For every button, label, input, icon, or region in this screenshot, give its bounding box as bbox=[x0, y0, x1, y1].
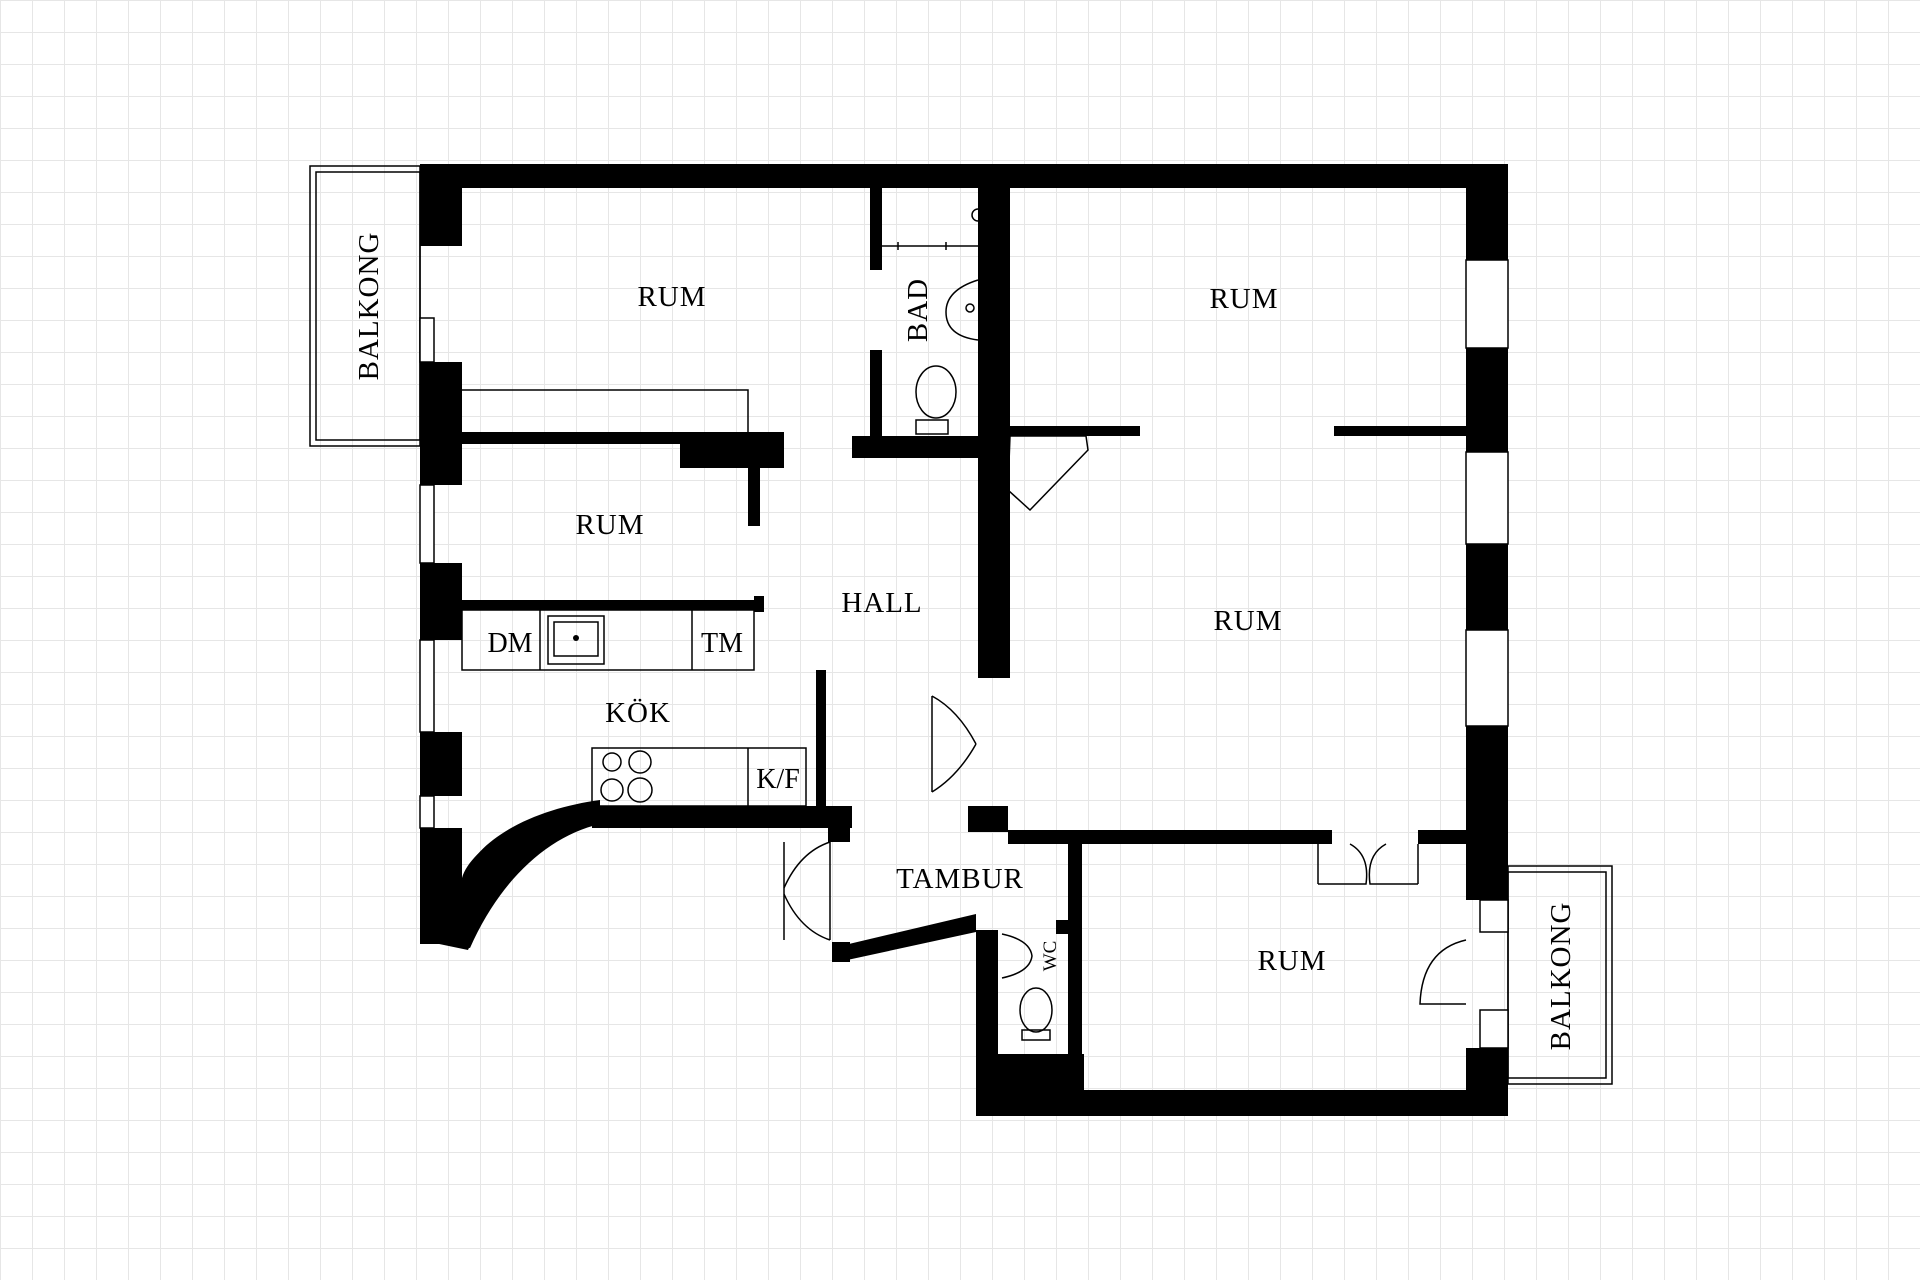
wc-fixtures bbox=[1001, 933, 1053, 1041]
room-label-hall: HALL bbox=[841, 587, 922, 619]
room-label-bad: BAD bbox=[902, 278, 934, 342]
room-label-middle-left: RUM bbox=[575, 509, 644, 541]
room-label-kok: KÖK bbox=[605, 697, 671, 729]
curved-wall-fill bbox=[420, 806, 600, 948]
room-label-top-left: RUM bbox=[637, 281, 706, 313]
label-kf: K/F bbox=[756, 764, 800, 795]
balcony-left bbox=[309, 165, 421, 447]
bad-fixtures bbox=[882, 208, 985, 435]
label-dm: DM bbox=[487, 628, 532, 659]
room-label-bottom-right: RUM bbox=[1257, 945, 1326, 977]
balcony-label-right: BALKONG bbox=[1545, 902, 1577, 1051]
outer-walls bbox=[420, 164, 1508, 1116]
label-tm: TM bbox=[701, 628, 743, 659]
room-label-top-right: RUM bbox=[1209, 283, 1278, 315]
room-label-large-right: RUM bbox=[1213, 605, 1282, 637]
kitchen-counters bbox=[461, 609, 807, 807]
interior-walls bbox=[462, 188, 1466, 1090]
room-label-wc: WC bbox=[1040, 941, 1061, 972]
closet-outline bbox=[462, 389, 749, 432]
balcony-label-left: BALKONG bbox=[353, 232, 385, 381]
balcony-right bbox=[1507, 865, 1613, 1085]
doors bbox=[783, 435, 1467, 1005]
room-label-tambur: TAMBUR bbox=[896, 863, 1024, 895]
